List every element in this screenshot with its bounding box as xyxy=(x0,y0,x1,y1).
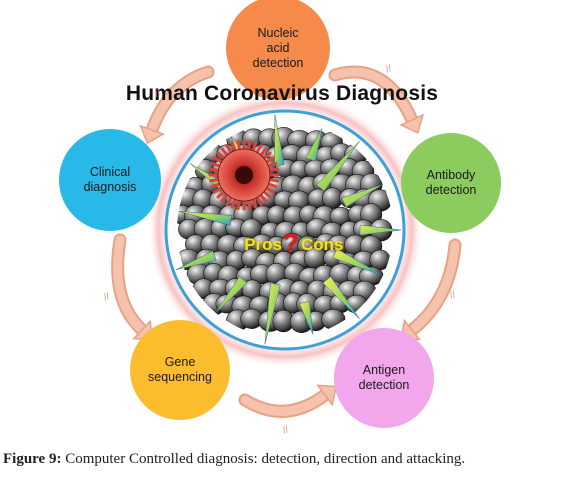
spike xyxy=(274,114,285,166)
spike xyxy=(175,250,217,270)
virus-particle xyxy=(208,139,280,211)
spike xyxy=(322,276,360,320)
spike xyxy=(178,210,232,226)
node-label-antigen: Antigen detection xyxy=(358,363,410,392)
node-circle-antibody xyxy=(401,133,501,233)
pros-label: Pros xyxy=(244,235,282,254)
cycle-arrow-head xyxy=(399,113,425,134)
caption-label: Figure 9: xyxy=(3,451,62,467)
spike xyxy=(215,276,248,313)
cons-label: Cons xyxy=(301,235,344,254)
question-mark: ? xyxy=(283,228,299,258)
cycle-arrow-fill xyxy=(240,390,330,416)
cycle-arrow-fill xyxy=(113,235,147,335)
node-label-antibody: Antibody detection xyxy=(425,168,477,197)
node-circle-gene xyxy=(130,320,230,420)
spike xyxy=(316,140,360,192)
cycle-arrow-head xyxy=(139,124,166,145)
caption-text: Computer Controlled diagnosis: detection… xyxy=(61,451,466,467)
cycle-arrow-fill xyxy=(407,240,460,335)
spike xyxy=(341,184,384,208)
node-circle-antigen xyxy=(334,328,434,428)
spike xyxy=(299,300,314,335)
cycle-arrow-fill xyxy=(330,67,417,125)
node-label-gene: Gene sequencing xyxy=(148,355,212,384)
diagram: Nucleic acid detection Antibody detectio… xyxy=(59,0,501,437)
virus-core xyxy=(235,166,253,184)
node-circle-nucleic xyxy=(226,0,330,100)
node-label-clinical: Clinical diagnosis xyxy=(83,165,137,194)
figure-caption: Figure 9: Computer Controlled diagnosis:… xyxy=(3,450,571,468)
spike xyxy=(359,224,402,236)
cycle-arrow-head xyxy=(316,384,338,407)
diagram-canvas xyxy=(59,0,501,428)
diagram-title: Human Coronavirus Diagnosis xyxy=(125,82,439,105)
cycle-arrow-fill xyxy=(147,67,213,135)
cycle-arrows xyxy=(111,65,462,418)
spike xyxy=(264,283,281,345)
node-label-nucleic: Nucleic acid detection xyxy=(252,25,304,70)
node-circle-clinical xyxy=(59,129,161,231)
spike xyxy=(332,248,384,276)
spike xyxy=(305,128,323,162)
